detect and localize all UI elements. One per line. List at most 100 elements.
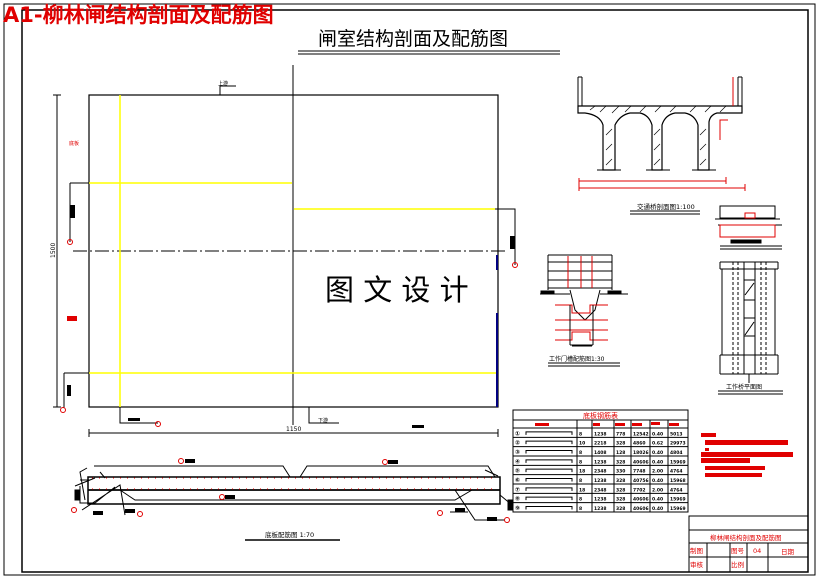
table-header-cell [669, 423, 679, 426]
rebar-shape [525, 450, 573, 454]
table-cell-len: 1238 [594, 506, 607, 512]
table-cell-len: 1408 [594, 450, 607, 456]
table-cell-dia: 18 [579, 487, 585, 493]
table-cell-len: 2348 [594, 469, 607, 475]
table-cell-dia: 8 [579, 431, 582, 437]
table-cell-weight: 15968 [670, 478, 686, 484]
table-cell-weight: 4764 [670, 469, 683, 475]
table-cell-total: 40756 [633, 478, 649, 484]
table-cell-unit: 0.40 [652, 478, 663, 484]
table-cell-no: ⑨ [515, 505, 520, 512]
table-cell-weight: 15969 [670, 459, 686, 465]
rebar-shape [525, 459, 573, 463]
gate-slot-drawing [540, 254, 628, 367]
drawing-no-label: 图号 [731, 547, 745, 555]
table-cell-unit: 0.40 [652, 431, 663, 437]
table-cell-no: ④ [515, 458, 520, 465]
watermark: 图 文 设 计 [325, 273, 469, 307]
small-section-drawing [715, 205, 782, 250]
gate-slot-label: 工作门槽配筋图1:30 [549, 355, 605, 363]
table-cell-total: 7748 [633, 469, 646, 475]
title-block [688, 515, 809, 573]
table-cell-len: 2218 [594, 441, 607, 447]
table-cell-total: 7702 [633, 487, 646, 493]
table-header-cell [615, 423, 625, 426]
table-cell-total: 18026 [633, 450, 649, 456]
table-cell-unit: 0.40 [652, 497, 663, 503]
slab-rebar-label: 底板配筋图 1:70 [265, 530, 314, 539]
table-cell-count: 328 [616, 459, 625, 465]
table-cell-dia: 8 [579, 450, 582, 456]
table-cell-count: 778 [616, 431, 625, 437]
table-header-cell [535, 423, 549, 426]
table-cell-len: 1238 [594, 459, 607, 465]
bridge-section-drawing [577, 76, 746, 215]
height-dimension: 1500 [50, 243, 57, 258]
rebar-shape [525, 431, 573, 435]
table-cell-count: 328 [616, 487, 625, 493]
side-label: 底板 [69, 140, 79, 147]
table-cell-unit: 0.62 [652, 441, 663, 447]
rebar-shape [525, 478, 573, 482]
table-cell-unit: 0.40 [652, 459, 663, 465]
table-cell-dia: 8 [579, 478, 582, 484]
table-cell-no: ⑤ [515, 468, 520, 475]
rebar-shape [525, 468, 573, 473]
table-cell-count: 330 [616, 469, 625, 475]
table-cell-weight: 4804 [670, 450, 683, 456]
drawn-by-label: 制图 [690, 546, 703, 555]
table-cell-weight: 15969 [670, 506, 686, 512]
table-cell-len: 1238 [594, 497, 607, 503]
design-notes [701, 433, 793, 477]
table-cell-dia: 8 [579, 497, 582, 503]
table-cell-dia: 8 [579, 506, 582, 512]
rebar-shape [525, 496, 573, 501]
table-cell-dia: 8 [579, 459, 582, 465]
table-cell-weight: 15969 [670, 497, 686, 503]
table-cell-len: 1238 [594, 431, 607, 437]
table-cell-no: ⑥ [515, 477, 520, 484]
sheet-title: A1-柳林闸结构剖面及配筋图 [3, 3, 274, 27]
table-cell-total: 40606 [633, 459, 649, 465]
work-bridge-plan-drawing [718, 261, 783, 395]
table-cell-unit: 0.40 [652, 450, 663, 456]
table-cell-weight: 5013 [670, 431, 683, 437]
bridge-section-label: 交通桥剖面图1:100 [637, 202, 695, 211]
main-plan-drawing [53, 65, 518, 437]
outer-border [3, 3, 816, 576]
rebar-shape [525, 440, 573, 445]
rebar-table-title: 底板钢筋表 [583, 411, 618, 420]
drawing-no: 04 [753, 547, 761, 555]
rebar-shape [525, 487, 573, 491]
table-cell-len: 1238 [594, 478, 607, 484]
table-header-cell [651, 422, 660, 425]
title-block-name: 柳林闸结构剖面及配筋图 [710, 533, 782, 542]
width-dimension: 1150 [286, 426, 301, 433]
scale-label: 比例 [731, 560, 744, 569]
table-cell-count: 128 [616, 450, 625, 456]
table-cell-total: 40606 [633, 506, 649, 512]
watermark-bg [318, 266, 496, 312]
table-cell-no: ③ [515, 449, 520, 456]
upstream-label: 上游 [218, 80, 228, 87]
table-cell-unit: 2.00 [652, 487, 663, 493]
reviewed-by-label: 审核 [690, 560, 704, 569]
table-cell-weight: 4764 [670, 487, 683, 493]
date-label: 日期 [781, 548, 795, 556]
rebar-shape [525, 506, 573, 510]
table-cell-unit: 0.40 [652, 506, 663, 512]
table-cell-no: ⑧ [515, 496, 520, 503]
table-cell-no: ① [515, 430, 520, 437]
table-cell-no: ② [515, 440, 520, 447]
table-cell-weight: 29973 [670, 441, 686, 447]
work-bridge-plan-label: 工作桥平面图 [726, 383, 762, 391]
drawing-title: 闸室结构剖面及配筋图 [318, 28, 508, 50]
table-cell-count: 328 [616, 506, 625, 512]
table-cell-total: 4860 [633, 441, 646, 447]
table-cell-count: 328 [616, 497, 625, 503]
table-header-cell [632, 423, 642, 426]
table-cell-count: 328 [616, 441, 625, 447]
table-cell-total: 40606 [633, 497, 649, 503]
